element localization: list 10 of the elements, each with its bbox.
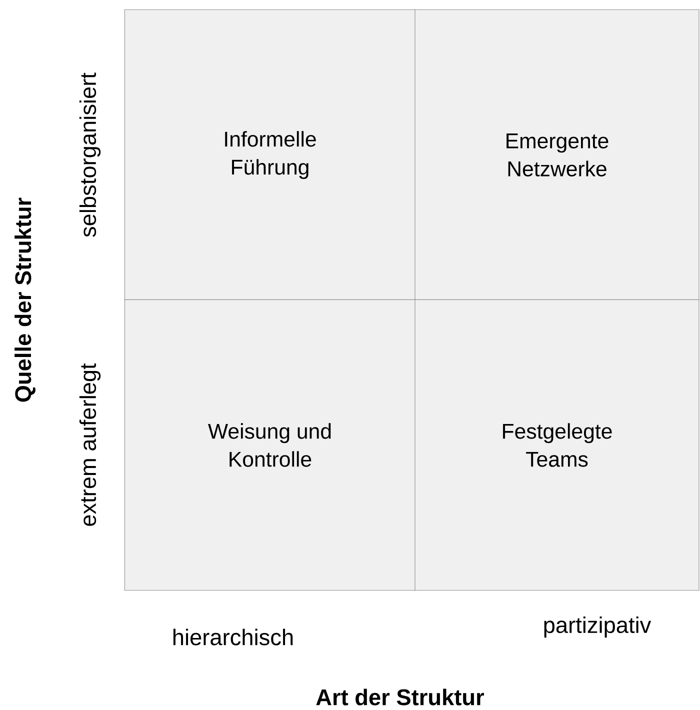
axis-label: hierarchisch — [173, 628, 293, 646]
quadrant-cell: Informelle Führung — [124, 9, 416, 301]
quadrant-cell: Festgelegte Teams — [414, 299, 700, 591]
axis-label: extrem auferlegt — [79, 363, 101, 526]
quadrant-cell: Emergente Netzwerke — [414, 9, 700, 301]
quadrant-cell: Weisung und Kontrolle — [124, 299, 416, 591]
axis-label: selbstorganisiert — [79, 72, 101, 237]
axis-title: Quelle der Struktur — [14, 198, 36, 402]
axis-label: partizipativ — [544, 616, 652, 638]
axis-title: Art der Struktur — [316, 688, 484, 706]
